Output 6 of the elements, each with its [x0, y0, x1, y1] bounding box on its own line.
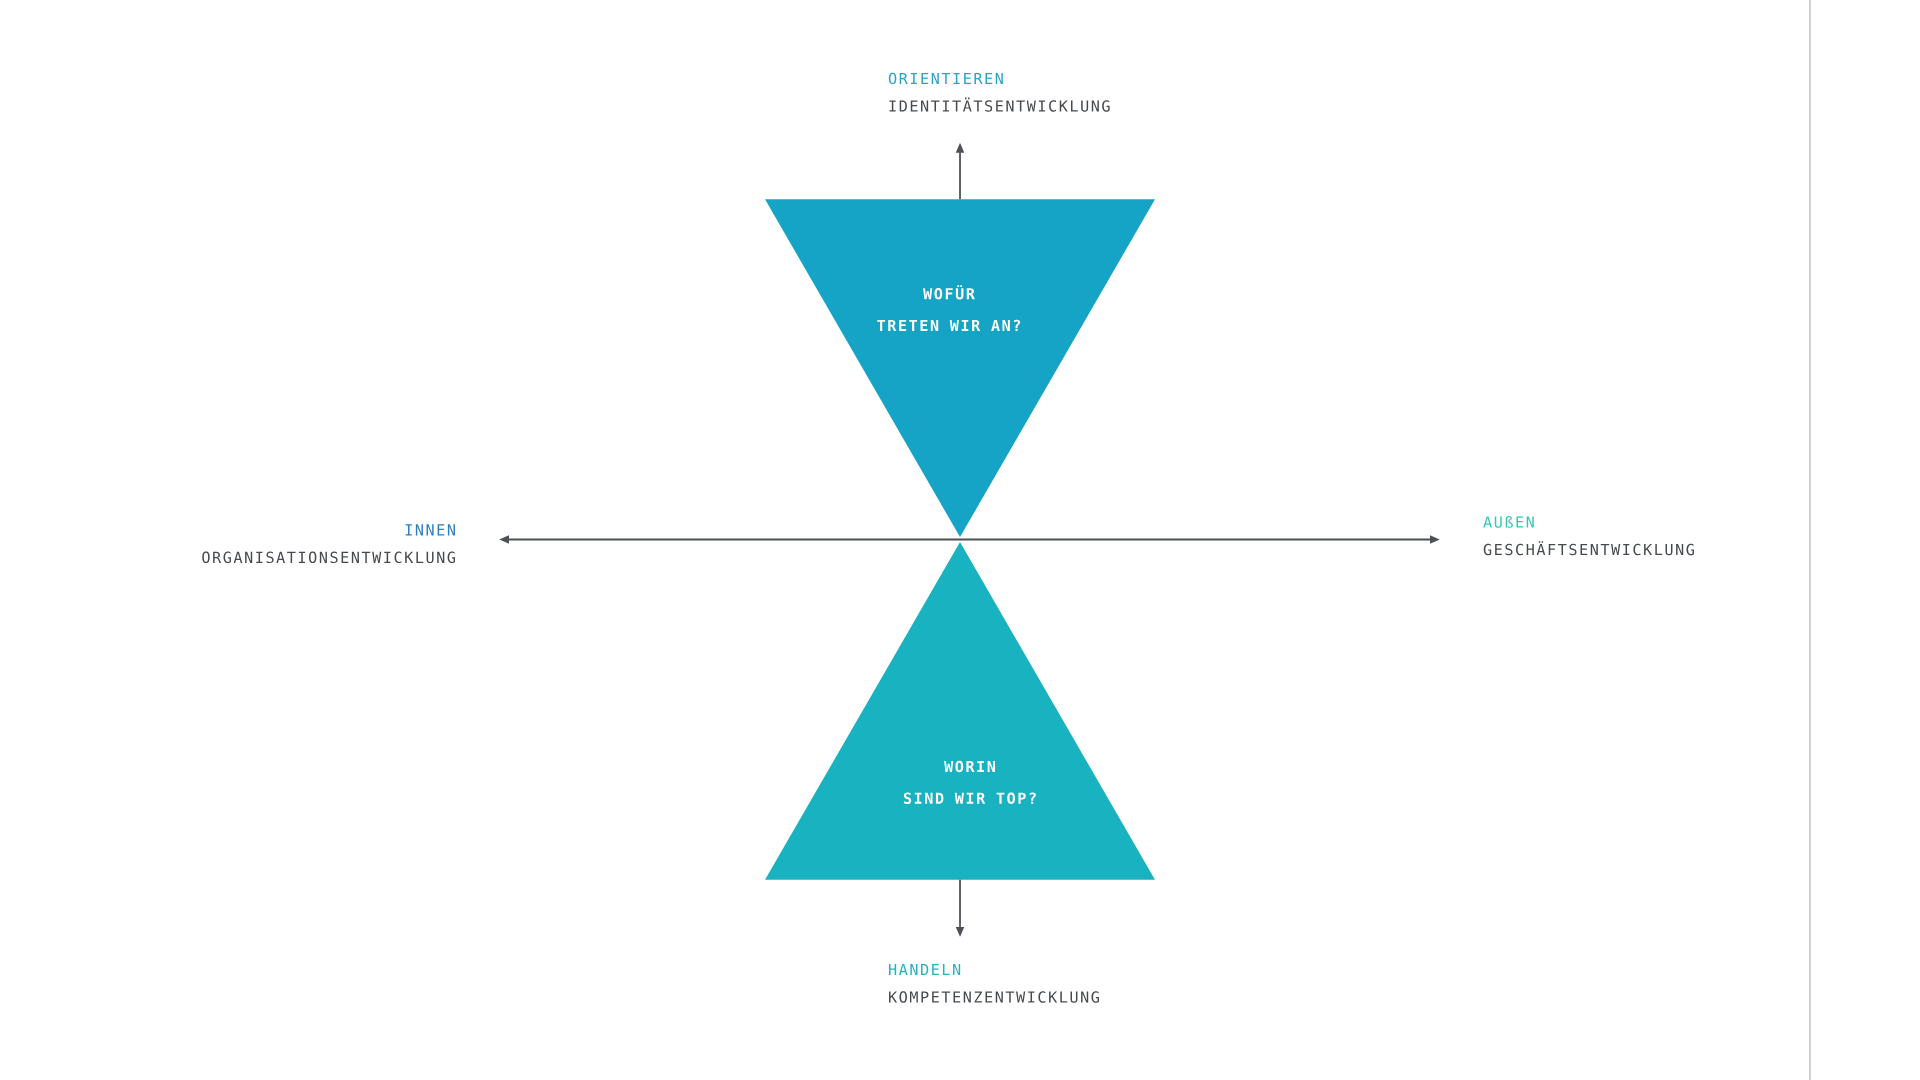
axis-label: AUßEN GESCHÄFTSENTWICKLUNG: [1483, 516, 1694, 556]
axis-label: ORIENTIEREN IDENTITÄTSENTWICKLUNG: [888, 72, 1110, 112]
axis-label: HANDELN KOMPETENZENTWICKLUNG: [889, 964, 1099, 1003]
question-triangle: WOFÜR TRETEN WIR AN?: [765, 199, 1155, 537]
axis-label: INNEN ORGANISATIONSENTWICKLUNG: [202, 524, 455, 564]
question-triangle: WORIN SIND WIR TOP?: [765, 542, 1155, 880]
